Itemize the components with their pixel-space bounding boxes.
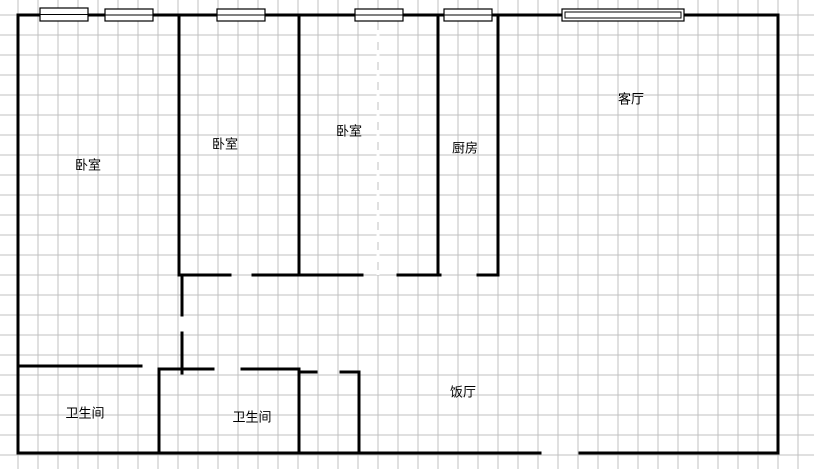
- window: [561, 8, 685, 22]
- window: [216, 8, 266, 22]
- window: [354, 8, 404, 22]
- window: [443, 8, 493, 22]
- room-label-living-room: 客厅: [618, 92, 644, 108]
- windows: [39, 7, 685, 22]
- room-label-dining-room: 饭厅: [450, 386, 476, 401]
- room-label-bathroom-2: 卫生间: [232, 411, 271, 426]
- room-labels: 卧室 卧室 卧室 厨房 客厅 卫生间 卫生间 饭厅: [65, 92, 644, 426]
- room-label-bedroom-3: 卧室: [336, 124, 362, 140]
- room-label-kitchen: 厨房: [452, 141, 478, 157]
- bathroom-2-wall: [157, 367, 301, 455]
- window: [104, 8, 154, 22]
- closet-wall: [297, 370, 361, 455]
- room-label-bedroom-1: 卧室: [75, 158, 101, 174]
- room-label-bedroom-2: 卧室: [212, 137, 238, 153]
- room-label-bathroom-1: 卫生间: [65, 407, 104, 422]
- window: [39, 7, 89, 22]
